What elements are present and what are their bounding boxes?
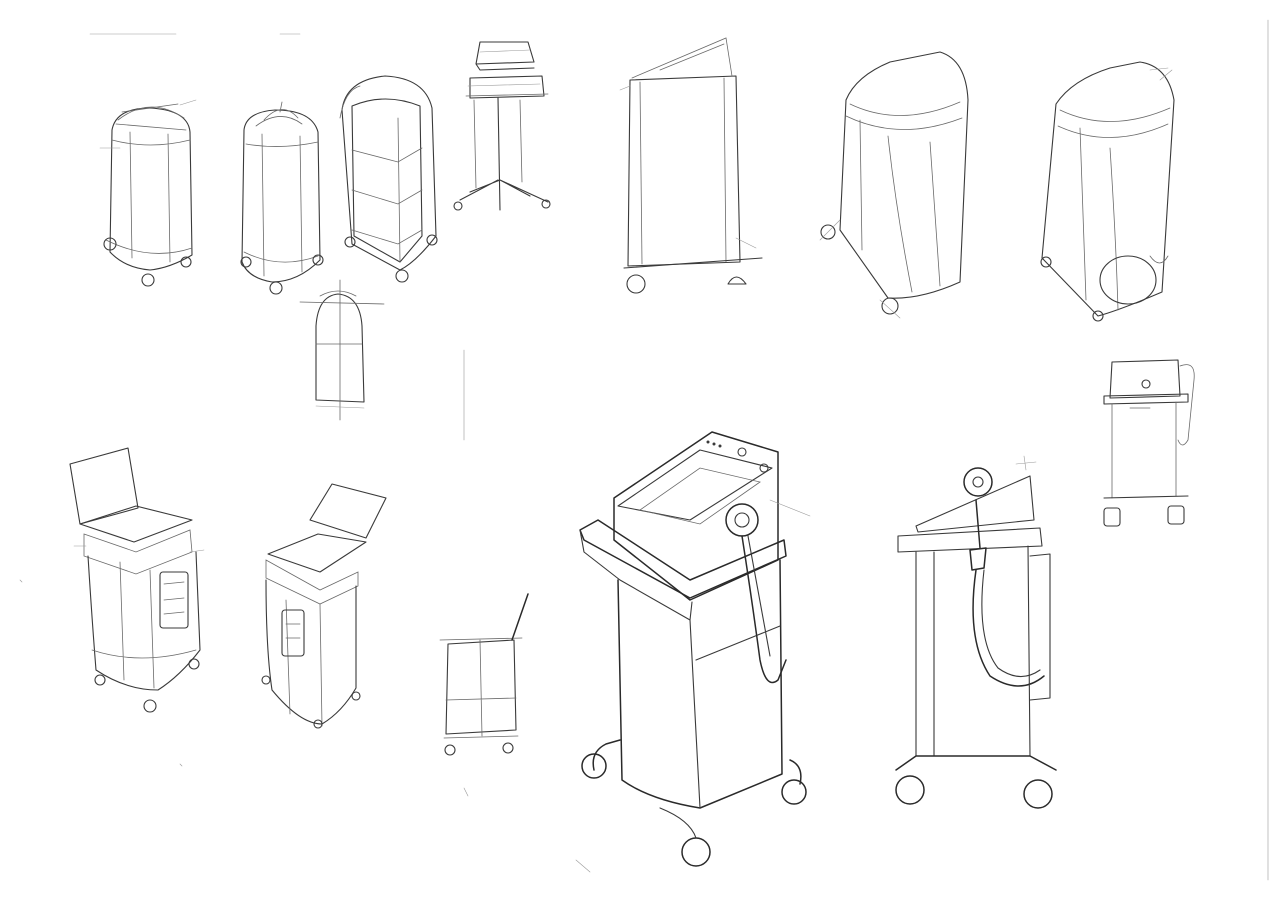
stray-marks — [19, 19, 1269, 881]
sketch-cart-arch-handle — [99, 99, 197, 287]
sketch-cart-handle-top — [240, 101, 324, 295]
sketch-cart-box-tall — [819, 51, 969, 319]
sketch-cart-mini — [299, 279, 385, 421]
sketch-cart-rounded-wedge — [1040, 61, 1175, 322]
sketch-cart-front-elevation — [619, 37, 763, 294]
sketch-cart-open-shelves — [339, 75, 438, 283]
sketch-cart-lid-open-a — [69, 447, 205, 713]
sketch-stand-tray-pole — [453, 41, 551, 211]
sketch-cart-side-hose — [895, 455, 1057, 809]
sketch-cart-small-console — [1103, 359, 1195, 527]
sketch-cart-lid-open-b — [261, 483, 387, 729]
sketch-cart-hero-hose — [575, 431, 811, 873]
sketch-cart-mini-pole — [439, 593, 529, 756]
